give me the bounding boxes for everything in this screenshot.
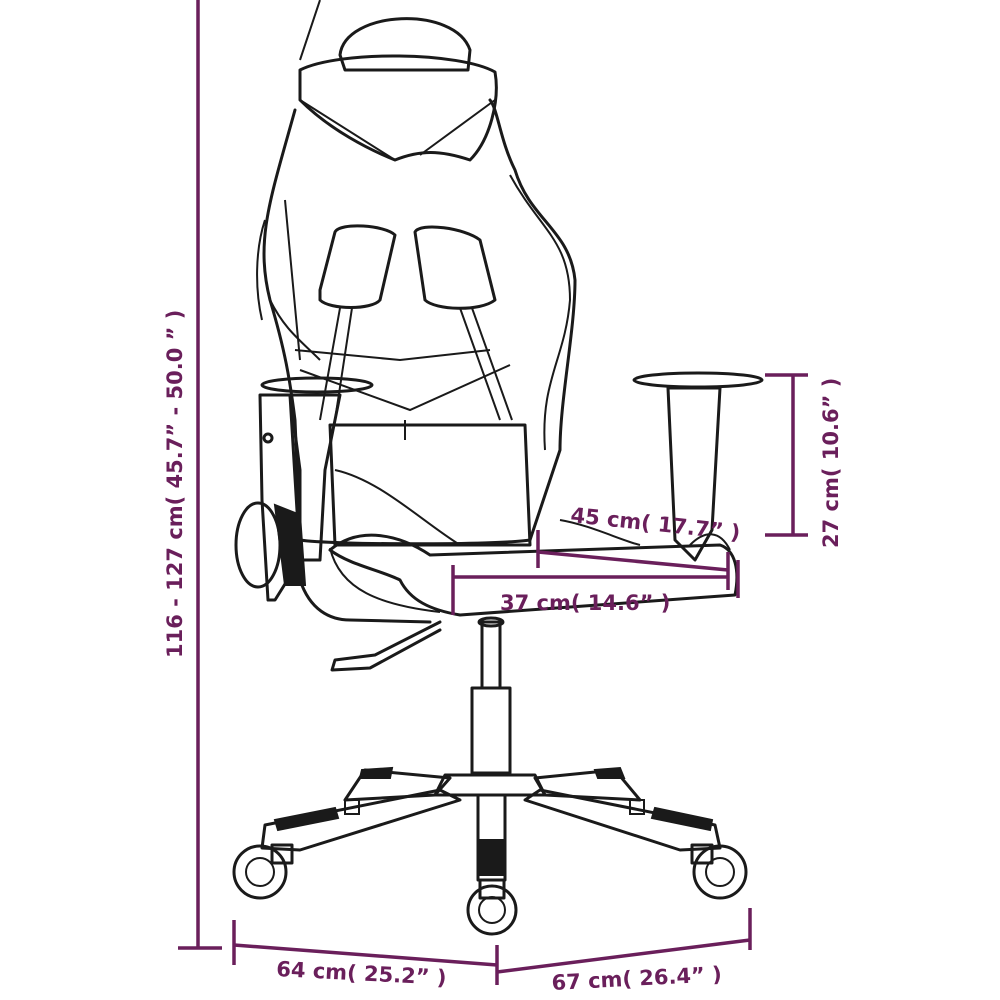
caster-right xyxy=(690,843,748,900)
right-armrest-pad xyxy=(632,371,764,389)
lumbar-pillow xyxy=(328,423,532,547)
headrest-top xyxy=(338,17,472,72)
caster-left xyxy=(232,843,294,900)
base-width-left-label: 64 cm( 25.2” ) xyxy=(276,957,447,990)
base-leg-right-back xyxy=(533,768,642,802)
seat-width-label: 37 cm( 14.6” ) xyxy=(500,591,670,615)
right-belt-slot xyxy=(413,225,497,310)
chair-illustration xyxy=(232,0,764,936)
backrest xyxy=(262,98,577,546)
total-height-label: 116 - 127 cm( 45.7” - 50.0 ” ) xyxy=(163,310,187,658)
gas-cylinder-top xyxy=(480,620,502,690)
base-width-left-line xyxy=(233,943,498,967)
seat-depth-line xyxy=(537,550,729,572)
gas-lever xyxy=(330,620,442,672)
left-armrest-bracket xyxy=(258,393,302,602)
base-width-right-line xyxy=(496,938,751,974)
caster-back-right xyxy=(629,799,645,815)
base-width-right-label: 67 cm( 26.4” ) xyxy=(551,962,722,995)
dimension-lines xyxy=(178,0,808,985)
gas-cylinder xyxy=(470,686,512,775)
recline-knob xyxy=(234,501,282,589)
caster-back-left xyxy=(344,799,360,815)
seat-frame xyxy=(298,578,432,624)
head-pillow xyxy=(298,54,498,162)
left-armrest-pad xyxy=(260,376,374,394)
seat xyxy=(328,533,739,617)
right-armrest-post xyxy=(666,386,722,562)
left-armrest-post xyxy=(288,393,342,562)
seat-depth-label: 45 cm( 17.7” ) xyxy=(569,503,741,545)
left-belt-slot xyxy=(318,224,397,309)
caster-front xyxy=(466,878,518,936)
armrest-height-label: 27 cm( 10.6” ) xyxy=(819,378,843,548)
